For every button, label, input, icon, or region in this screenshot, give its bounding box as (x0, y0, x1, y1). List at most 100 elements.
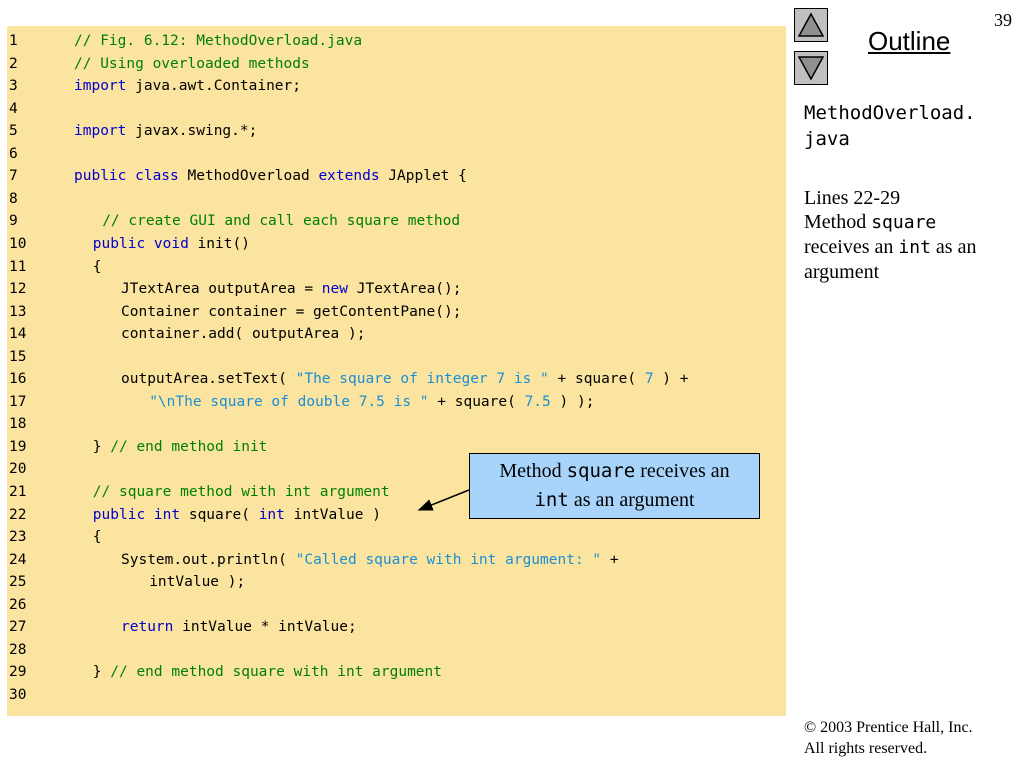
line-number: 19 (9, 438, 27, 455)
side-note: Lines 22-29 Method square receives an in… (804, 186, 1019, 284)
line-number: 23 (9, 529, 27, 546)
code-token-plain: java.awt.Container; (126, 78, 301, 95)
line-number: 5 (9, 123, 18, 140)
line-number: 8 (9, 190, 18, 207)
code-line: 15 (7, 346, 786, 368)
line-number: 12 (9, 281, 27, 298)
side-note-line2: Method square (804, 210, 1019, 235)
file-name-line2: java (804, 128, 850, 150)
line-number: 11 (9, 258, 27, 275)
code-token-comment: // Fig. 6.12: MethodOverload.java (74, 33, 363, 49)
code-text: import java.awt.Container; (74, 75, 301, 97)
code-token-string: "The square of integer 7 is " (295, 371, 549, 388)
code-text: } // end method square with int argument (93, 661, 442, 683)
code-text: public class MethodOverload extends JApp… (74, 165, 467, 187)
code-token-keyword: import (74, 123, 127, 140)
next-slide-button[interactable] (794, 51, 828, 85)
line-number: 3 (9, 78, 18, 95)
code-token-plain: Container container = getContentPane(); (121, 303, 462, 320)
code-text: { (93, 256, 102, 278)
code-token-comment: // square method with int argument (92, 484, 390, 500)
code-token-plain: intValue ) (284, 506, 381, 523)
side-note-line3: receives an int as an (804, 235, 1019, 260)
up-triangle-icon (798, 12, 824, 37)
line-number: 24 (9, 551, 27, 568)
code-token-keyword: int (258, 506, 285, 523)
code-token-plain: { (92, 529, 102, 546)
callout-receives: receives an (635, 460, 730, 482)
callout-method-name: square (566, 460, 636, 482)
code-line: 11 { (7, 256, 786, 278)
code-token-comment: // create GUI and call each square metho… (102, 213, 461, 230)
line-number: 26 (9, 596, 27, 613)
copyright-line1: © 2003 Prentice Hall, Inc. (804, 719, 973, 736)
code-token-number: 7.5 (524, 393, 551, 410)
previous-slide-button[interactable] (794, 8, 828, 42)
code-token-plain: intValue ); (149, 574, 246, 591)
code-token-keyword: new (321, 281, 348, 298)
method-word: Method (804, 211, 872, 233)
line-number: 30 (9, 686, 27, 703)
callout-line2: int as an argument (470, 486, 759, 515)
code-token-keyword: return (121, 619, 174, 636)
code-line: 17"\nThe square of double 7.5 is " + squ… (7, 391, 786, 413)
code-token-plain: { (92, 258, 102, 275)
line-number: 4 (9, 100, 18, 117)
code-token-plain: ) ); (550, 393, 595, 410)
code-line: 30 (7, 684, 786, 706)
code-token-plain: MethodOverload (178, 168, 319, 185)
code-token-plain: intValue * intValue; (173, 619, 357, 636)
file-name: MethodOverload. java (804, 100, 1019, 152)
as-an-text: as an (930, 236, 977, 258)
code-token-plain: } (92, 664, 111, 681)
callout-line1: Method square receives an (470, 457, 759, 486)
code-line: 14 container.add( outputArea ); (7, 323, 786, 345)
code-line: 8 (7, 188, 786, 210)
line-number: 20 (9, 461, 27, 478)
code-text: JTextArea outputArea = new JTextArea(); (121, 278, 462, 300)
line-number: 17 (9, 393, 27, 410)
code-token-plain: ) + (653, 371, 689, 388)
code-line: 23 { (7, 526, 786, 548)
code-token-plain: outputArea.setText( (121, 371, 296, 388)
code-line: 26 (7, 594, 786, 616)
code-token-plain: JApplet { (379, 168, 467, 185)
outline-title[interactable]: Outline (868, 26, 951, 56)
code-token-keyword: public class (74, 168, 179, 185)
code-text: System.out.println( "Called square with … (121, 549, 619, 571)
callout-box: Method square receives an int as an argu… (469, 453, 760, 519)
code-token-plain: + square( (548, 371, 645, 388)
line-number: 28 (9, 641, 27, 658)
code-token-string: "\nThe square of double 7.5 is " (149, 393, 429, 410)
line-number: 2 (9, 55, 18, 72)
code-token-comment: // Using overloaded methods (74, 55, 310, 72)
code-line: 28 (7, 639, 786, 661)
code-token-keyword: extends (318, 168, 380, 185)
code-line: 12 JTextArea outputArea = new JTextArea()… (7, 278, 786, 300)
code-text: intValue ); (149, 571, 245, 593)
line-number: 1 (9, 33, 18, 49)
code-token-plain: JTextArea(); (348, 281, 462, 298)
code-text: public void init() (93, 233, 250, 255)
callout-method-word: Method (499, 460, 567, 482)
code-line: 29} // end method square with int argume… (7, 661, 786, 683)
code-token-plain: container.add( outputArea ); (121, 326, 366, 343)
line-number: 14 (9, 326, 27, 343)
line-number: 6 (9, 145, 18, 162)
code-line: 19} // end method init (7, 436, 786, 458)
code-token-number: 7 (644, 371, 654, 388)
code-text: outputArea.setText( "The square of integ… (121, 368, 688, 390)
method-name: square (871, 212, 937, 233)
page-number: 39 (994, 10, 1012, 30)
code-line: 2 // Using overloaded methods (7, 53, 786, 75)
code-line: 20 (7, 458, 786, 480)
code-token-keyword: public void (92, 235, 189, 252)
code-line: 18 (7, 413, 786, 435)
code-line: 6 (7, 143, 786, 165)
code-token-keyword: import (74, 78, 127, 95)
line-number: 18 (9, 416, 27, 433)
